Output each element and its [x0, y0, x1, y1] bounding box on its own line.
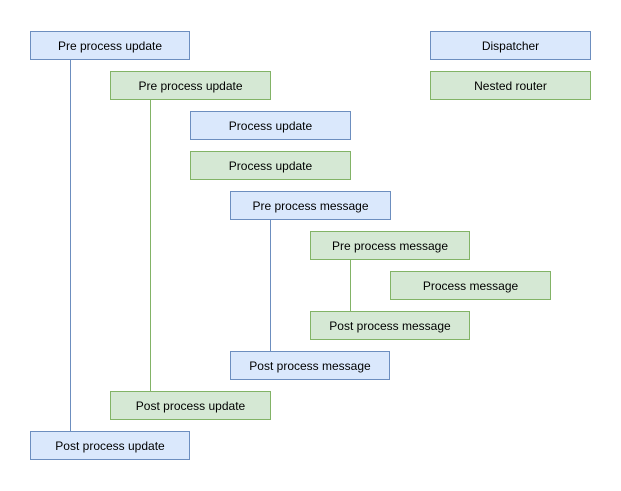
node-pre-process-message-blue[interactable]: Pre process message	[230, 191, 391, 220]
node-label: Pre process message	[331, 238, 449, 253]
connector-update-lifeline-blue	[70, 60, 71, 431]
node-label: Post process message	[329, 318, 451, 333]
node-post-process-update-green[interactable]: Post process update	[110, 391, 271, 420]
node-nested-router[interactable]: Nested router	[430, 71, 591, 100]
node-dispatcher[interactable]: Dispatcher	[430, 31, 591, 60]
node-pre-process-message-green[interactable]: Pre process message	[310, 231, 470, 260]
connector-message-lifeline-green	[350, 260, 351, 311]
node-pre-process-update-blue[interactable]: Pre process update	[30, 31, 190, 60]
node-process-message[interactable]: Process message	[390, 271, 551, 300]
node-label: Pre process update	[138, 78, 243, 93]
connector-update-lifeline-green	[150, 100, 151, 391]
node-post-process-message-green[interactable]: Post process message	[310, 311, 470, 340]
node-process-update-green[interactable]: Process update	[190, 151, 351, 180]
node-post-process-update-blue[interactable]: Post process update	[30, 431, 190, 460]
node-label: Post process message	[249, 358, 371, 373]
connector-message-lifeline-blue	[270, 220, 271, 351]
node-label: Pre process update	[57, 38, 163, 53]
node-label: Process update	[228, 118, 313, 133]
node-label: Dispatcher	[481, 38, 540, 53]
node-label: Process update	[228, 158, 313, 173]
node-label: Post process update	[135, 398, 246, 413]
node-post-process-message-blue[interactable]: Post process message	[230, 351, 390, 380]
node-label: Nested router	[474, 78, 547, 93]
node-process-update-blue[interactable]: Process update	[190, 111, 351, 140]
node-label: Process message	[422, 278, 519, 293]
node-label: Post process update	[55, 438, 165, 453]
node-pre-process-update-green[interactable]: Pre process update	[110, 71, 271, 100]
node-label: Pre process message	[252, 198, 369, 213]
